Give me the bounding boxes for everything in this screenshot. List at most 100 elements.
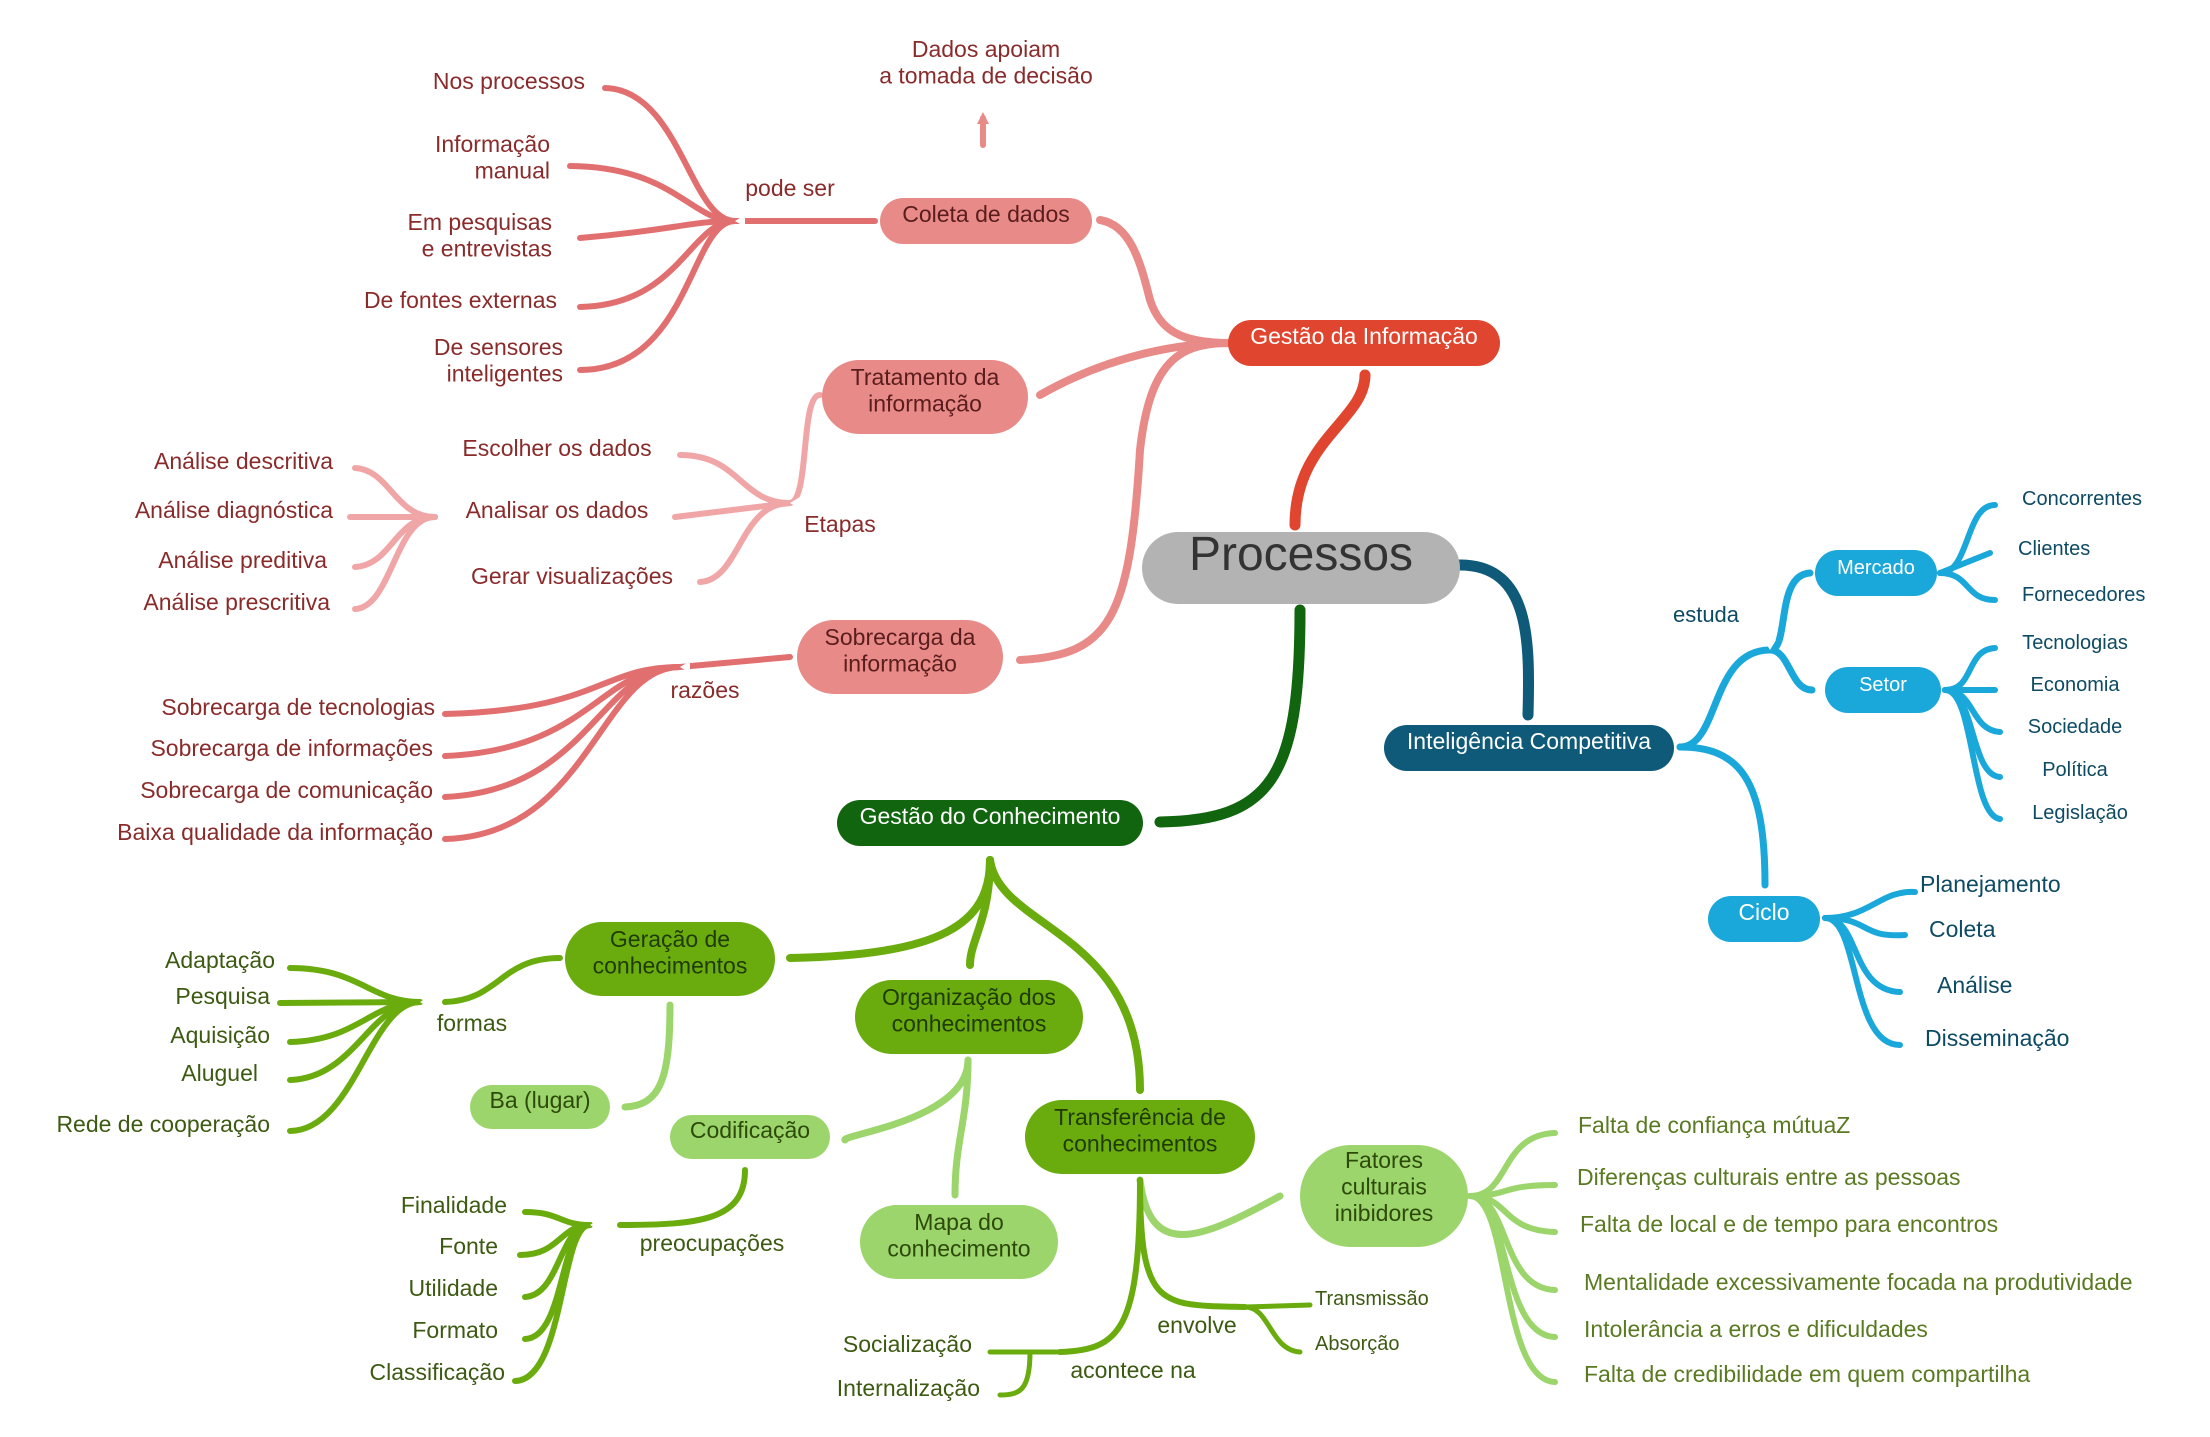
fator-item: Falta de local e de tempo para encontros	[1580, 1211, 1998, 1237]
subtopic-coleta[interactable]: Coleta de dados	[880, 198, 1092, 244]
geracao-ba[interactable]: Ba (lugar)	[470, 1085, 610, 1129]
subtopic-coleta-label: Coleta de dados	[902, 201, 1070, 227]
ic-link-label: estuda	[1673, 602, 1740, 627]
mercado-item: Fornecedores	[2022, 584, 2145, 606]
organizacao-codificacao[interactable]: Codificação	[670, 1115, 830, 1159]
preocupacao-item: Finalidade	[401, 1192, 507, 1218]
envolve-item: Transmissão	[1315, 1288, 1429, 1310]
geracao-item: Rede de cooperação	[56, 1111, 270, 1137]
central-node[interactable]: Processos	[1142, 528, 1460, 604]
fator-item: Diferenças culturais entre as pessoas	[1577, 1164, 1961, 1190]
mercado-items: Concorrentes Clientes Fornecedores	[2018, 488, 2145, 606]
setor-item: Tecnologias	[2022, 632, 2128, 654]
fatores-items: Falta de confiança mútuaZ Diferenças cul…	[1577, 1112, 2133, 1387]
topic-gestao-informacao[interactable]: Gestão da Informação	[1228, 320, 1500, 366]
arrow-marker	[590, 1219, 600, 1231]
mercado-item: Concorrentes	[2022, 488, 2142, 510]
arrow-markers	[420, 112, 1776, 1231]
ic-mercado[interactable]: Mercado	[1815, 550, 1937, 596]
sobrecarga-item: Sobrecarga de informações	[150, 735, 433, 761]
preocupacao-item: Classificação	[370, 1359, 506, 1385]
topic-inteligencia-competitiva[interactable]: Inteligência Competitiva	[1384, 725, 1674, 771]
geracao-item: Adaptação	[165, 947, 275, 973]
fator-item: Falta de confiança mútuaZ	[1578, 1112, 1850, 1138]
sobrecarga-item: Sobrecarga de tecnologias	[161, 694, 435, 720]
ic-mercado-label: Mercado	[1837, 557, 1915, 579]
preocupacao-item: Formato	[412, 1317, 498, 1343]
topic-gc-label: Gestão do Conhecimento	[860, 803, 1121, 829]
tratamento-step: Escolher os dados	[462, 435, 651, 461]
ic-setor-label: Setor	[1859, 674, 1907, 696]
ic-setor[interactable]: Setor	[1825, 667, 1941, 713]
coleta-item: Nos processos	[433, 68, 585, 94]
acontece-items: Socialização Internalização	[837, 1331, 980, 1401]
geracao-item: Aluguel	[181, 1060, 258, 1086]
ic-ciclo[interactable]: Ciclo	[1708, 896, 1820, 942]
fator-item: Falta de credibilidade em quem compartil…	[1584, 1361, 2030, 1387]
coleta-item: De fontes externas	[364, 287, 557, 313]
geracao-item: Pesquisa	[175, 983, 270, 1009]
analise-item: Análise descritiva	[154, 448, 333, 474]
topic-ic-label: Inteligência Competitiva	[1407, 728, 1651, 754]
sobrecarga-items: Sobrecarga de tecnologias Sobrecarga de …	[117, 694, 435, 845]
tratamento-link-label: Etapas	[804, 511, 876, 537]
setor-item: Política	[2042, 759, 2108, 781]
ciclo-item: Coleta	[1929, 916, 1996, 942]
arrow-marker	[680, 661, 690, 673]
analise-item: Análise preditiva	[158, 547, 327, 573]
fator-item: Mentalidade excessivamente focada na pro…	[1584, 1269, 2133, 1295]
envolve-items: Transmissão Absorção	[1315, 1288, 1429, 1355]
ic-ciclo-label: Ciclo	[1738, 899, 1789, 925]
connector-central-ic	[1454, 559, 1535, 721]
analise-items: Análise descritiva Análise diagnóstica A…	[135, 448, 333, 615]
setor-item: Legislação	[2032, 802, 2128, 824]
coleta-link-label: pode ser	[745, 175, 835, 201]
central-title: Processos	[1189, 528, 1413, 581]
organizacao-link-label: preocupações	[640, 1230, 785, 1256]
mercado-item: Clientes	[2018, 538, 2090, 560]
arrow-marker	[977, 112, 989, 124]
setor-items: Tecnologias Economia Sociedade Política …	[2022, 632, 2128, 824]
ciclo-item: Disseminação	[1925, 1025, 2069, 1051]
envolve-item: Absorção	[1315, 1333, 1400, 1355]
setor-item: Sociedade	[2028, 716, 2123, 738]
sobrecarga-link-label: razões	[670, 677, 739, 703]
sobrecarga-item: Sobrecarga de comunicação	[140, 777, 433, 803]
sobrecarga-item: Baixa qualidade da informação	[117, 819, 433, 845]
analise-item: Análise diagnóstica	[135, 497, 333, 523]
topic-gestao-conhecimento[interactable]: Gestão do Conhecimento	[837, 800, 1143, 846]
ciclo-item: Análise	[1937, 972, 2012, 998]
codificacao-label: Codificação	[690, 1117, 810, 1143]
connectors	[277, 85, 2003, 1398]
geracao-items: Adaptação Pesquisa Aquisição Aluguel Red…	[56, 947, 275, 1137]
geracao-link-label: formas	[437, 1010, 507, 1036]
tratamento-steps: Escolher os dados Analisar os dados Gera…	[462, 435, 673, 589]
acontece-item: Socialização	[843, 1331, 972, 1357]
organizacao-items: Finalidade Fonte Utilidade Formato Class…	[370, 1192, 508, 1385]
ciclo-item: Planejamento	[1920, 871, 2061, 897]
arrow-marker	[735, 215, 745, 227]
acontece-item: Internalização	[837, 1375, 980, 1401]
setor-item: Economia	[2031, 674, 2121, 696]
preocupacao-item: Utilidade	[409, 1275, 499, 1301]
arrow-marker	[1764, 640, 1776, 650]
fator-item: Intolerância a erros e dificuldades	[1584, 1316, 1928, 1342]
ciclo-items: Planejamento Coleta Análise Disseminação	[1920, 871, 2069, 1051]
